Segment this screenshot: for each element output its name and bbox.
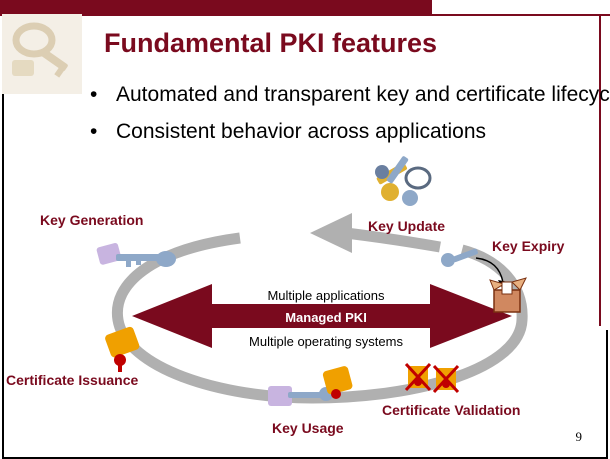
managed-pki-arrow — [132, 284, 512, 348]
side-rule — [599, 16, 601, 326]
crossed-certificate-icon — [404, 362, 432, 392]
open-box-icon — [489, 277, 527, 313]
arrow-middle-text: Managed PKI — [285, 310, 367, 325]
label-certificate-issuance: Certificate Issuance — [6, 372, 139, 388]
slide-title: Fundamental PKI features — [104, 28, 438, 58]
bullet-item: Consistent behavior across applications — [90, 117, 610, 146]
arrow-top-text: Multiple applications — [267, 288, 385, 303]
key-logo-icon — [2, 14, 82, 94]
slide-border-bottom — [2, 457, 608, 459]
cycle-arrowhead — [310, 213, 352, 253]
bullet-list: Automated and transparent key and certif… — [90, 80, 610, 146]
key-icon — [441, 248, 478, 267]
key-icon — [96, 242, 176, 267]
header-rule — [432, 14, 610, 16]
crossed-certificate-icon — [432, 364, 460, 394]
bullet-item: Automated and transparent key and certif… — [90, 80, 610, 109]
expiry-pointer — [475, 257, 504, 283]
label-key-expiry: Key Expiry — [492, 238, 565, 254]
label-key-update: Key Update — [368, 218, 446, 234]
page-number: 9 — [575, 429, 583, 444]
certificate-icon — [105, 326, 140, 372]
slide-border-left — [2, 70, 4, 459]
arrow-bottom-text: Multiple operating systems — [249, 334, 403, 349]
certificate-icon — [322, 366, 353, 399]
key-ring-icon — [375, 156, 432, 206]
header-band — [0, 0, 432, 16]
slide-border-right — [606, 330, 608, 459]
label-key-generation: Key Generation — [40, 212, 144, 228]
label-certificate-validation: Certificate Validation — [382, 402, 521, 418]
label-key-usage: Key Usage — [272, 420, 344, 436]
